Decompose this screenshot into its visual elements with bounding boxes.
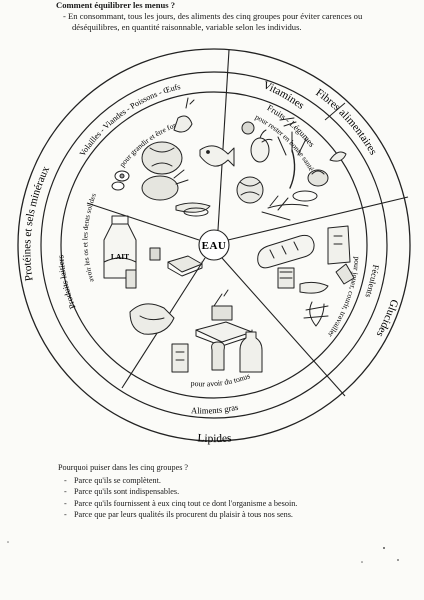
- label-aliments-gras: Aliments gras: [191, 402, 240, 416]
- why-block: Pourquoi puiser dans les cinq groupes ? …: [58, 462, 398, 520]
- intro-text-content: En consommant, tous les jours, des alime…: [68, 11, 363, 32]
- intro-block: Comment équilibrer les menus ? - En cons…: [56, 0, 406, 33]
- center-label-eau: EAU: [202, 240, 227, 252]
- label-feculents: Féculents: [363, 264, 381, 300]
- divider-lower-right: [221, 257, 346, 397]
- label-proteines: Protéines et sels minéraux: [21, 164, 52, 282]
- why-question: Pourquoi puiser dans les cinq groupes ?: [58, 463, 189, 472]
- label-fibres-text: Fibres alimentaires: [313, 87, 379, 157]
- dairy-illustration: [103, 215, 203, 335]
- intro-question: Comment équilibrer les menus ?: [56, 0, 176, 10]
- why-reason-2: Parce qu'ils sont indispensables.: [64, 486, 398, 497]
- why-reason-3: Parce qu'ils fournissent à eux cinq tout…: [64, 498, 398, 509]
- why-reason-1: Parce qu'ils se complètent.: [64, 475, 398, 486]
- why-reason-4: Parce que par leurs qualités ils procure…: [64, 509, 398, 520]
- fatty-foods-illustration: [171, 289, 263, 373]
- fruit-vegetable-illustration: [236, 117, 347, 221]
- starch-foods-illustration: [257, 225, 355, 327]
- label-feculents-text: Féculents: [363, 264, 381, 300]
- middle-ring: [40, 71, 388, 419]
- label-produits-laitiers-text: Produits laitiers: [55, 254, 77, 310]
- label-tonus-text: pour avoir du tonus: [190, 371, 251, 388]
- label-lipides: Lipides: [197, 432, 233, 445]
- center-circle: [198, 229, 230, 261]
- label-tonus: pour avoir du tonus: [190, 371, 251, 388]
- intro-text: - En consommant, tous les jours, des ali…: [63, 11, 363, 32]
- divider-left: [86, 202, 200, 241]
- label-aliments-gras-text: Aliments gras: [191, 402, 240, 416]
- divider-right: [227, 196, 409, 241]
- label-proteines-text: Protéines et sels minéraux: [21, 164, 52, 282]
- outer-ring: [17, 48, 411, 442]
- label-lait: LAIT: [111, 252, 129, 261]
- label-fibres: Fibres alimentaires: [313, 87, 379, 157]
- food-wheel: EAU Vitamines Fibres alimentaires Glucid…: [17, 48, 411, 445]
- meat-fish-illustration: [111, 97, 235, 217]
- inner-ring: [60, 91, 368, 399]
- divider-top: [217, 49, 230, 231]
- divider-vitamines: [324, 102, 346, 121]
- why-reasons-list: Parce qu'ils se complètent. Parce qu'ils…: [58, 475, 398, 520]
- label-lipides-text: Lipides: [197, 432, 233, 445]
- label-produits-laitiers: Produits laitiers: [55, 254, 77, 310]
